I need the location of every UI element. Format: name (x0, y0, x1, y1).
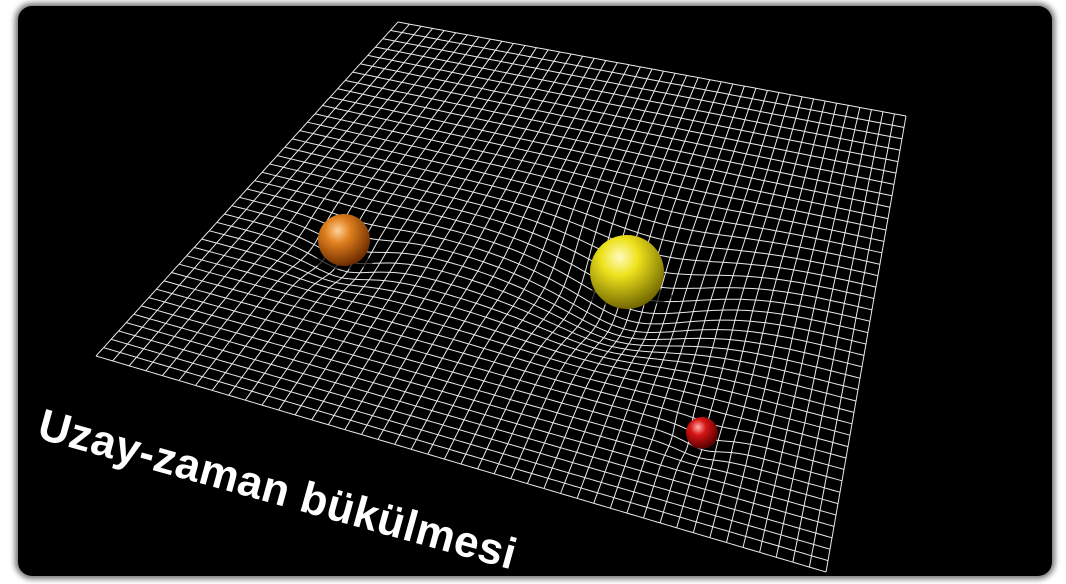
yellow-sphere (584, 235, 672, 309)
warped-grid (95, 21, 907, 573)
red-sphere (686, 417, 718, 449)
orange-sphere (313, 214, 373, 269)
black-background (18, 6, 1052, 576)
